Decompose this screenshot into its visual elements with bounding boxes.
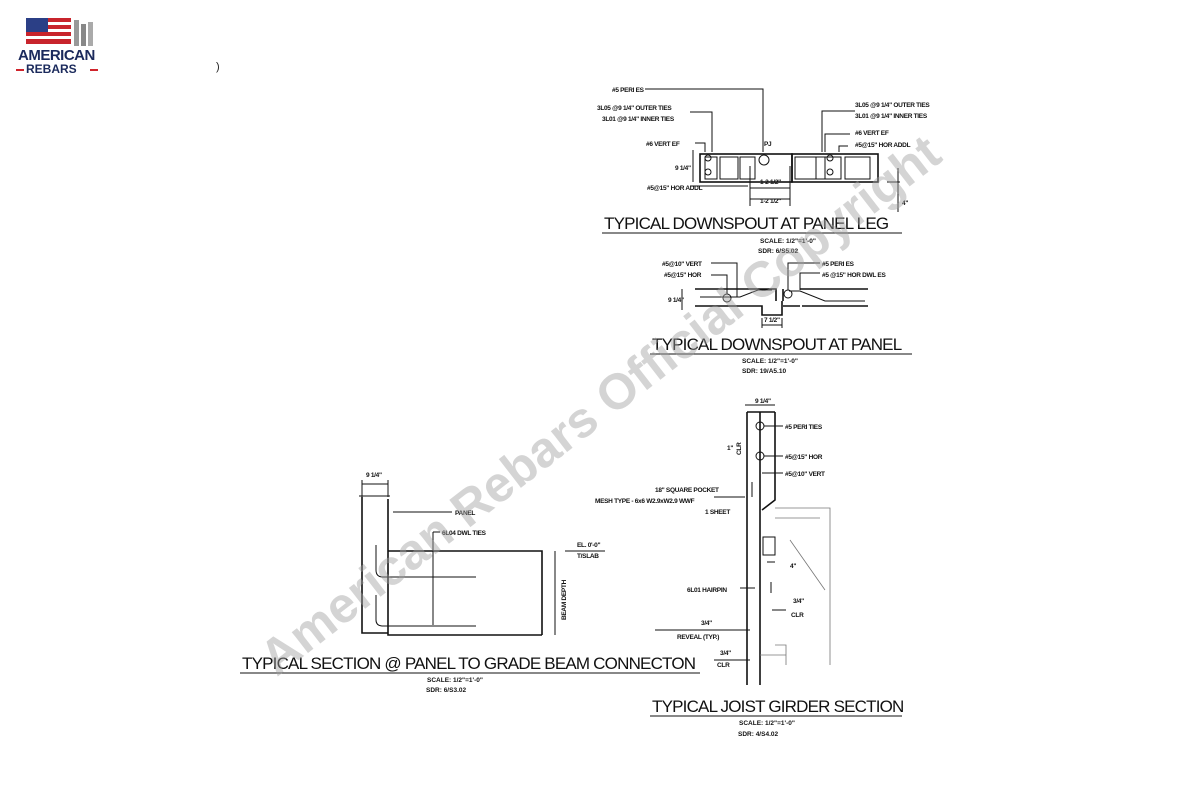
dimension: 4" bbox=[902, 200, 908, 207]
label: 18" SQUARE POCKET bbox=[655, 487, 719, 494]
dimension: CLR bbox=[736, 442, 743, 455]
detail-downspout-panel-leg: #5 PERI ES 3L05 @9 1/4" OUTER TIES 3L01 … bbox=[597, 87, 931, 255]
dimension: 9 1/4" bbox=[668, 297, 684, 304]
detail-title: TYPICAL DOWNSPOUT AT PANEL bbox=[652, 335, 902, 354]
label: #6 VERT EF bbox=[646, 141, 680, 148]
dimension: 9 1/4" bbox=[675, 165, 691, 172]
dimension: 9 1/4" bbox=[755, 398, 771, 405]
label: #5@10" VERT bbox=[662, 261, 702, 268]
logo-line1: AMERICAN bbox=[18, 47, 95, 64]
dimension: CLR bbox=[717, 662, 730, 669]
dimension: 1-2 1/2" bbox=[760, 198, 781, 205]
dimension: 1" bbox=[727, 445, 733, 452]
scale-note: SCALE: 1/2"=1'-0" bbox=[739, 720, 795, 727]
detail-joist-girder: 9 1/4" #5 PERI TIES #5@15" HOR #5@10" VE… bbox=[595, 398, 904, 738]
detail-panel-grade-beam: 9 1/4" PANEL 6L04 DWL TIES EL. 0'-0" T/S… bbox=[240, 472, 700, 694]
detail-title: TYPICAL JOIST GIRDER SECTION bbox=[652, 697, 904, 716]
label: 6L01 HAIRPIN bbox=[687, 587, 727, 594]
dimension: CLR bbox=[791, 612, 804, 619]
label: 3L01 @9 1/4" INNER TIES bbox=[602, 116, 675, 123]
dimension: 9 1/4" bbox=[366, 472, 382, 479]
dimension: 3/4" bbox=[793, 598, 804, 605]
label: MESH TYPE - 6x6 W2.9xW2.9 WWF bbox=[595, 498, 695, 505]
american-rebars-logo: AMERICAN REBARS bbox=[14, 16, 104, 76]
detail-downspout-panel: #5@10" VERT #5@15" HOR #5 PERI ES #5 @15… bbox=[650, 261, 912, 375]
sdr-note: SDR: 6/S3.02 bbox=[426, 687, 466, 694]
sdr-note: SDR: 6/S5.02 bbox=[758, 248, 798, 255]
label: PJ bbox=[764, 141, 772, 148]
label: 6L04 DWL TIES bbox=[442, 530, 487, 537]
flag-icon bbox=[26, 18, 93, 46]
label: #5 PERI TIES bbox=[785, 424, 823, 431]
label: #5 PERI ES bbox=[612, 87, 645, 94]
label: T/SLAB bbox=[577, 553, 599, 560]
label: #5@15" HOR bbox=[664, 272, 702, 279]
label: #5@15" HOR ADDL bbox=[855, 142, 911, 149]
label: 3L05 @9 1/4" OUTER TIES bbox=[855, 102, 930, 109]
dimension: 7 1/2" bbox=[764, 317, 780, 324]
label: #6 VERT EF bbox=[855, 130, 889, 137]
scale-note: SCALE: 1/2"=1'-0" bbox=[760, 238, 816, 245]
label: #5@15" HOR bbox=[785, 454, 823, 461]
detail-title: TYPICAL DOWNSPOUT AT PANEL LEG bbox=[604, 214, 888, 233]
label: REVEAL (TYP.) bbox=[677, 634, 719, 641]
label: #5@15" HOR ADDL bbox=[647, 185, 703, 192]
label: PANEL bbox=[455, 510, 475, 517]
label: 3L05 @9 1/4" OUTER TIES bbox=[597, 105, 672, 112]
logo-line2: REBARS bbox=[26, 62, 77, 76]
dimension: 4" bbox=[790, 563, 796, 570]
scale-note: SCALE: 1/2"=1'-0" bbox=[742, 358, 798, 365]
dimension: 3/4" bbox=[701, 620, 712, 627]
label: 1 SHEET bbox=[705, 509, 730, 516]
label: BEAM DEPTH bbox=[561, 579, 568, 620]
label: #5 @15" HOR DWL ES bbox=[822, 272, 886, 279]
sdr-note: SDR: 19/A5.10 bbox=[742, 368, 786, 375]
dimension: 3/4" bbox=[720, 650, 731, 657]
label: 3L01 @9 1/4" INNER TIES bbox=[855, 113, 928, 120]
dimension: 1-2 1/2" bbox=[760, 179, 781, 186]
stray-mark: ) bbox=[216, 61, 220, 73]
sdr-note: SDR: 4/S4.02 bbox=[738, 731, 778, 738]
label: #5 PERI ES bbox=[822, 261, 855, 268]
scale-note: SCALE: 1/2"=1'-0" bbox=[427, 677, 483, 684]
label: #5@10" VERT bbox=[785, 471, 825, 478]
label: EL. 0'-0" bbox=[577, 542, 600, 549]
detail-title: TYPICAL SECTION @ PANEL TO GRADE BEAM CO… bbox=[242, 654, 695, 673]
